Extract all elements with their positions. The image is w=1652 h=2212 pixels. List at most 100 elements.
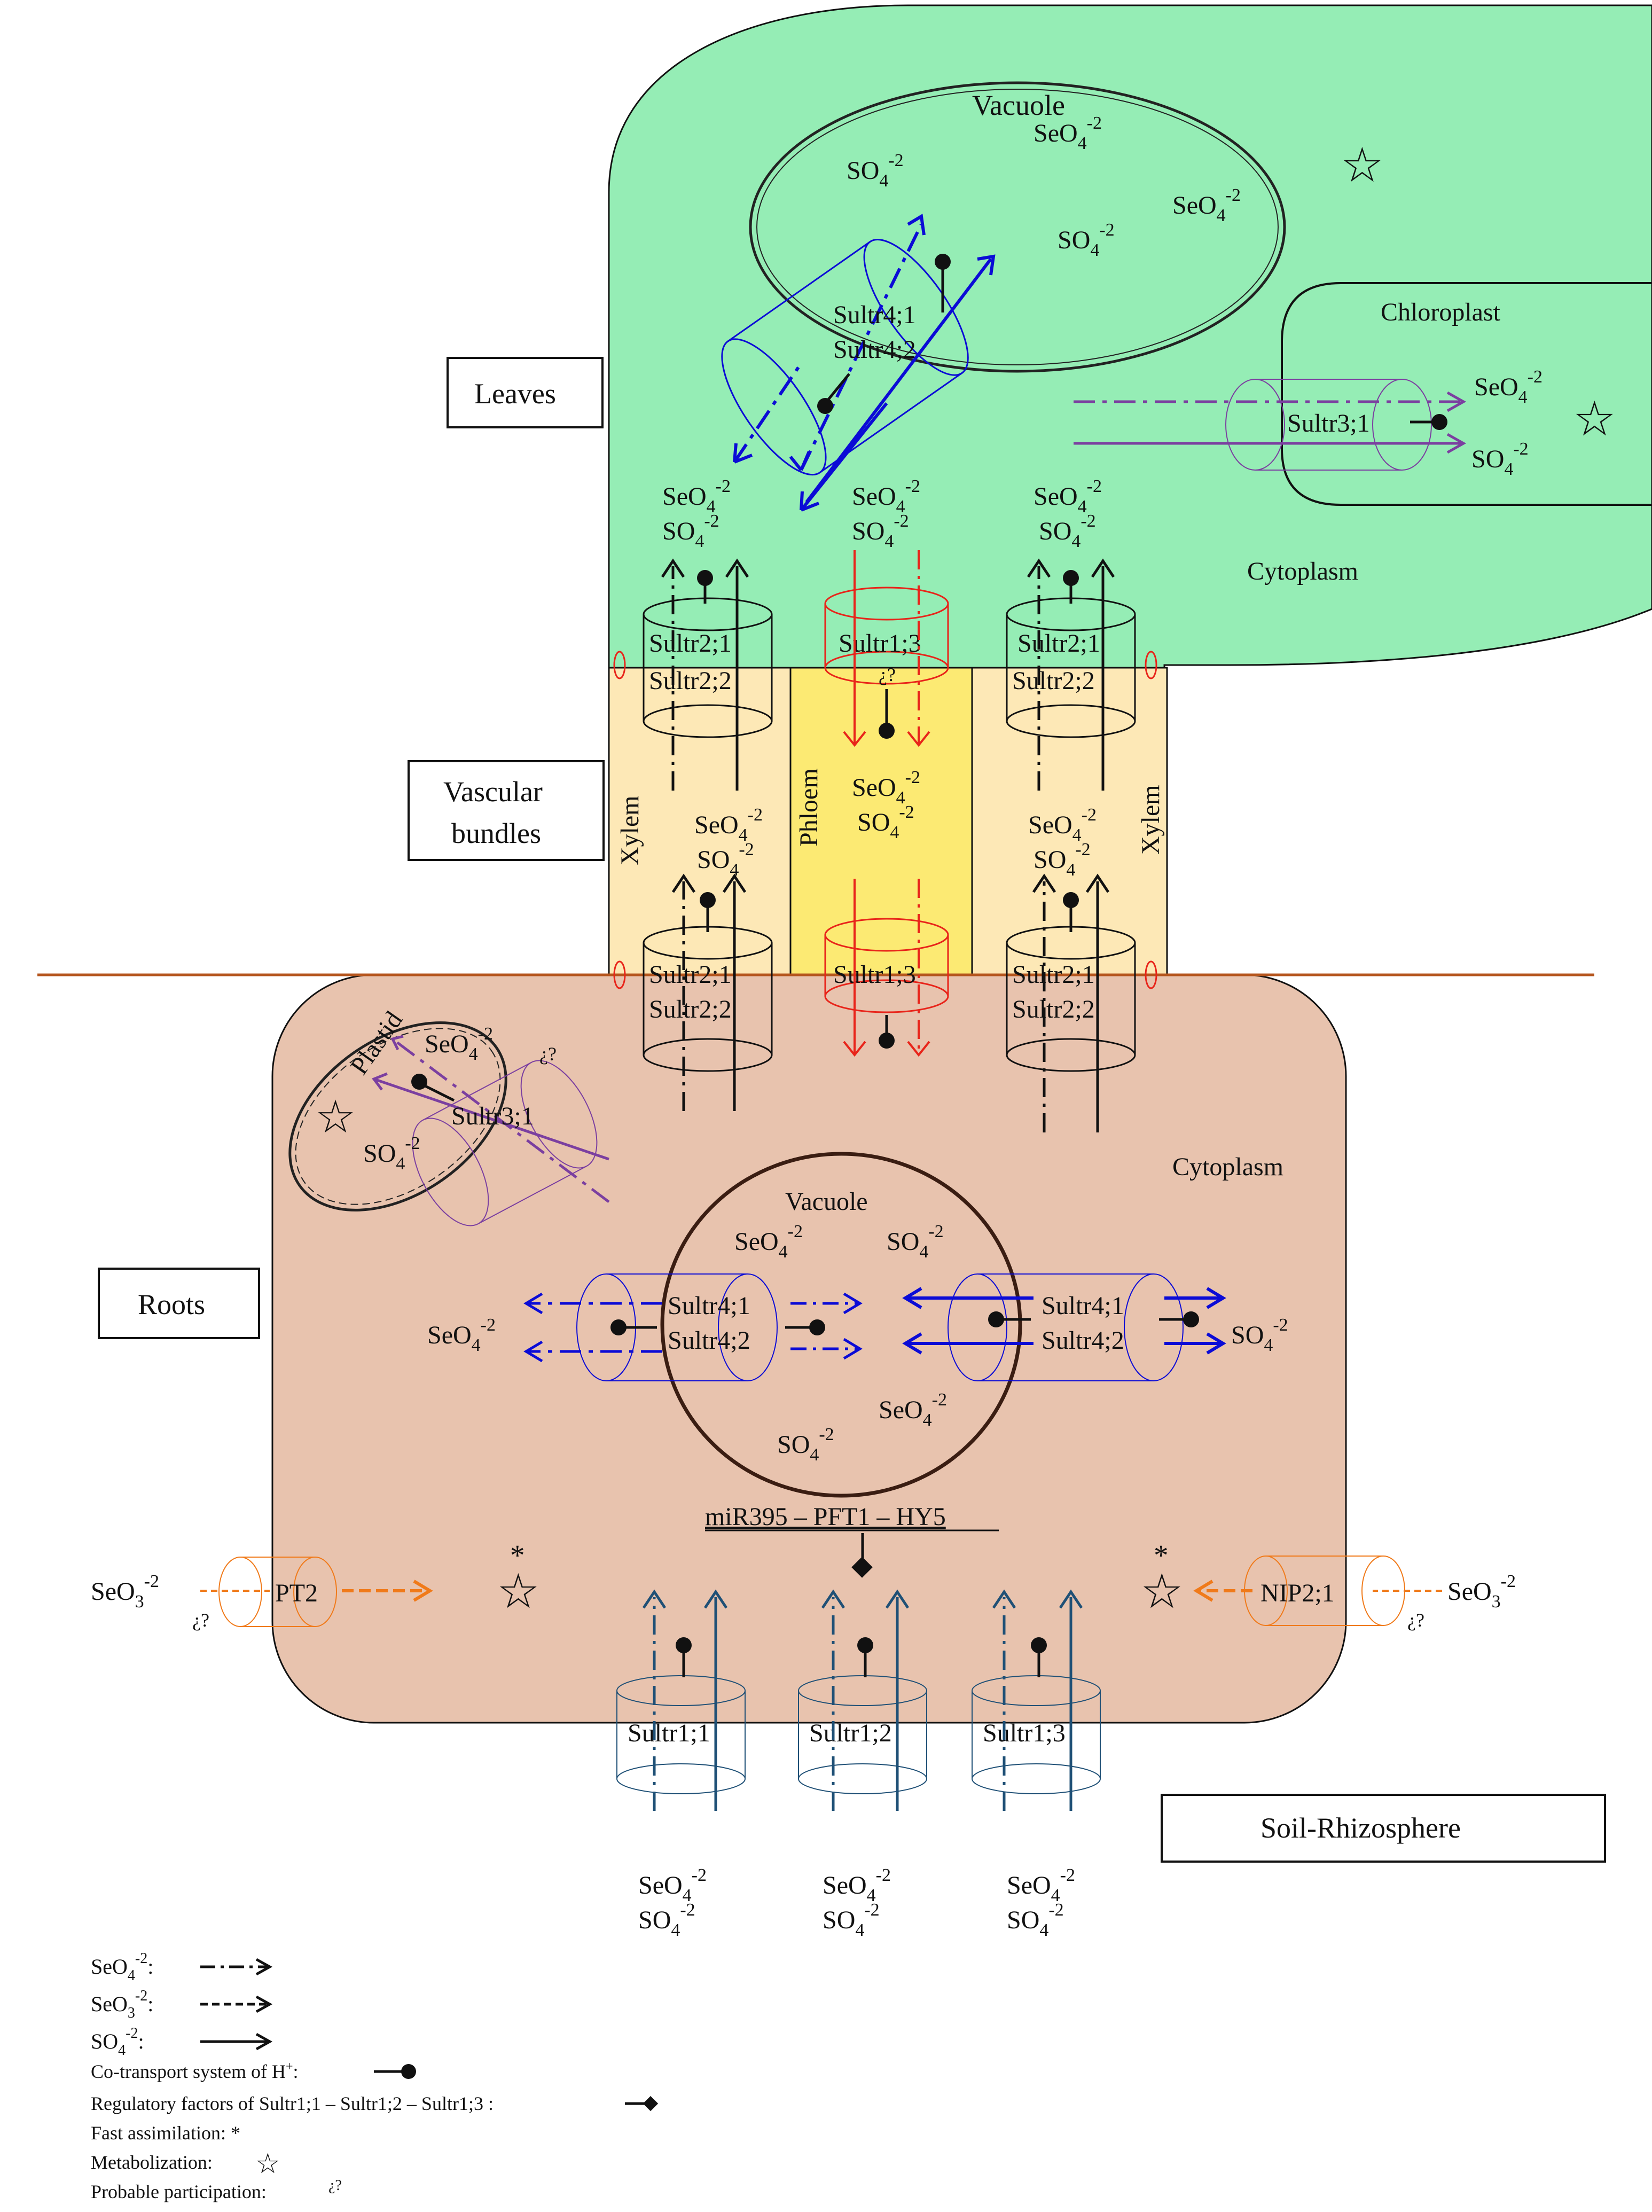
svg-text:SeO4-2: SeO4-2	[1172, 185, 1241, 225]
ion-seo3: SeO3-2	[1447, 1572, 1516, 1612]
svg-text:SO4-2: SO4-2	[1471, 439, 1529, 479]
root-sultr1-3-label: Sultr1;3	[983, 1719, 1066, 1747]
leaf-vacuole	[749, 81, 1286, 373]
root-cytoplasm-label: Cytoplasm	[1172, 1153, 1283, 1181]
svg-text:SO4-2: SO4-2	[638, 1900, 695, 1940]
ion-seo4: SeO4-2	[1172, 185, 1241, 225]
xyl-r-up-sultr2-2: Sultr2;2	[1012, 667, 1095, 695]
svg-text:SO4-2: SO4-2	[823, 1900, 880, 1940]
leaf-sultr3-transporter	[1225, 379, 1432, 471]
svg-text:SeO4-2: SeO4-2	[1034, 113, 1102, 153]
svg-text:SeO4-2: SeO4-2	[1007, 1865, 1075, 1905]
asterisk: *	[510, 1539, 525, 1572]
svg-text:SeO4-2: SeO4-2	[1474, 367, 1543, 407]
ion-so4: SO4-2	[852, 511, 909, 551]
legend-seo3-label: SeO	[91, 1992, 128, 2016]
legend: SeO4-2: SeO3-2: SO4-2: Co-transport syst…	[91, 1950, 659, 2202]
nip-probable: ¿?	[1407, 1609, 1424, 1631]
ion-seo4: SeO4-2	[1028, 805, 1097, 845]
legend-probable-mark: ¿?	[328, 2177, 342, 2194]
ion-so4: SO4-2	[1007, 1900, 1064, 1940]
root-sultr4-right	[948, 1273, 1184, 1381]
xyl-l-low-sultr2-1: Sultr2;1	[649, 960, 732, 989]
root-sultr1-3-transporter	[972, 1675, 1101, 1794]
ion-so4: SO4-2	[1471, 439, 1529, 479]
ion-seo4: SeO4-2	[734, 1222, 803, 1262]
ion-seo4: SeO4-2	[662, 476, 731, 517]
phloem-lower-transporter	[824, 918, 949, 1013]
vascular-label-2: bundles	[451, 817, 541, 849]
ion-seo4: SeO4-2	[1034, 476, 1102, 517]
root-sultr1-1-transporter	[616, 1675, 746, 1794]
svg-text:SeO4-2: SeO4-2	[734, 1222, 803, 1262]
root-sultr1-1-label: Sultr1;1	[628, 1719, 710, 1747]
star-icon: ☆	[1140, 1566, 1184, 1619]
svg-text:SeO3-2:: SeO3-2:	[91, 1988, 153, 2021]
svg-text:SeO4-2: SeO4-2	[638, 1865, 707, 1905]
star-icon: ☆	[255, 2149, 280, 2179]
xyl-l-up-sultr2-2: Sultr2;2	[649, 667, 732, 695]
phloem-upper-transporter	[824, 587, 949, 685]
svg-text:SO4-2: SO4-2	[1034, 840, 1091, 880]
ion-seo4: SeO4-2	[427, 1315, 496, 1355]
ion-seo4: SeO4-2	[638, 1865, 707, 1905]
ion-so4: SO4-2	[777, 1425, 834, 1465]
svg-text:SO4-2: SO4-2	[852, 511, 909, 551]
svg-text:SeO4-2:: SeO4-2:	[91, 1950, 153, 1984]
root-sultr1-2-label: Sultr1;2	[809, 1719, 892, 1747]
ion-seo4: SeO4-2	[1034, 113, 1102, 153]
root-sultr4-2-left: Sultr4;2	[668, 1326, 750, 1355]
leaves-label: Leaves	[474, 378, 556, 410]
xyl-r-low-sultr2-1: Sultr2;1	[1012, 960, 1095, 989]
ion-seo4: SeO4-2	[425, 1024, 493, 1064]
root-sultr3-transporter	[412, 1060, 598, 1226]
asterisk: *	[1154, 1539, 1169, 1572]
svg-text:SO4-2: SO4-2	[363, 1134, 420, 1174]
phloem-low-sultr1-3: Sultr1;3	[833, 960, 916, 989]
svg-text:SO4-2: SO4-2	[887, 1222, 944, 1262]
svg-text:SeO4-2: SeO4-2	[425, 1024, 493, 1064]
phloem	[789, 667, 973, 976]
pt2-probable: ¿?	[192, 1609, 209, 1631]
legend-seo4-label: SeO	[91, 1955, 128, 1979]
ion-so4: SO4-2	[1039, 511, 1096, 551]
ion-seo4: SeO4-2	[879, 1390, 947, 1430]
root-sultr4-2-right: Sultr4;2	[1042, 1326, 1124, 1355]
xylem-right-lower-transporter	[1006, 926, 1136, 1072]
ion-seo4: SeO4-2	[1007, 1865, 1075, 1905]
svg-text:SO4-2: SO4-2	[777, 1425, 834, 1465]
root-vacuole-label: Vacuole	[785, 1187, 868, 1216]
leaf-sultr4-2-label: Sultr4;2	[833, 335, 916, 364]
legend-probable: Probable participation:	[91, 2181, 267, 2202]
ion-seo4: SeO4-2	[852, 476, 920, 517]
legend-so4-label: SO	[91, 2029, 118, 2053]
ion-so4: SO4-2	[697, 840, 754, 880]
root-vacuole	[660, 1152, 1022, 1498]
leaf-chloroplast	[1281, 282, 1652, 506]
ion-so4: SO4-2	[887, 1222, 944, 1262]
leaf-sultr4-transporter	[721, 239, 969, 476]
ion-seo4: SeO4-2	[694, 805, 763, 845]
leaf-sultr4-1-label: Sultr4;1	[833, 301, 916, 329]
xylem-left-upper-transporter	[643, 597, 773, 738]
svg-text:SO4-2: SO4-2	[662, 511, 719, 551]
svg-text:SeO3-2: SeO3-2	[1447, 1572, 1516, 1612]
xylem-left-label: Xylem	[616, 795, 644, 865]
svg-text:SeO3-2: SeO3-2	[91, 1572, 159, 1612]
svg-text:Co-transport system of H+:: Co-transport system of H+:	[91, 2060, 299, 2082]
legend-regulatory: Regulatory factors of Sultr1;1 – Sultr1;…	[91, 2093, 494, 2114]
svg-text:SO4-2: SO4-2	[1058, 220, 1115, 260]
regulators-label: miR395 – PFT1 – HY5	[705, 1503, 946, 1531]
xyl-l-low-sultr2-2: Sultr2;2	[649, 995, 732, 1023]
svg-text:SO4-2: SO4-2	[697, 840, 754, 880]
svg-text:SeO4-2: SeO4-2	[694, 805, 763, 845]
xyl-l-up-sultr2-1: Sultr2;1	[649, 629, 732, 658]
legend-metabolization: Metabolization:	[91, 2152, 213, 2173]
ion-seo4: SeO4-2	[1474, 367, 1543, 407]
nip-label: NIP2;1	[1260, 1579, 1335, 1607]
ion-so4: SO4-2	[1034, 840, 1091, 880]
phloem-up-sultr1-3: Sultr1;3	[839, 629, 921, 658]
root-sultr4-1-right: Sultr4;1	[1042, 1292, 1124, 1320]
leaf-cytoplasm-label: Cytoplasm	[1247, 557, 1358, 585]
